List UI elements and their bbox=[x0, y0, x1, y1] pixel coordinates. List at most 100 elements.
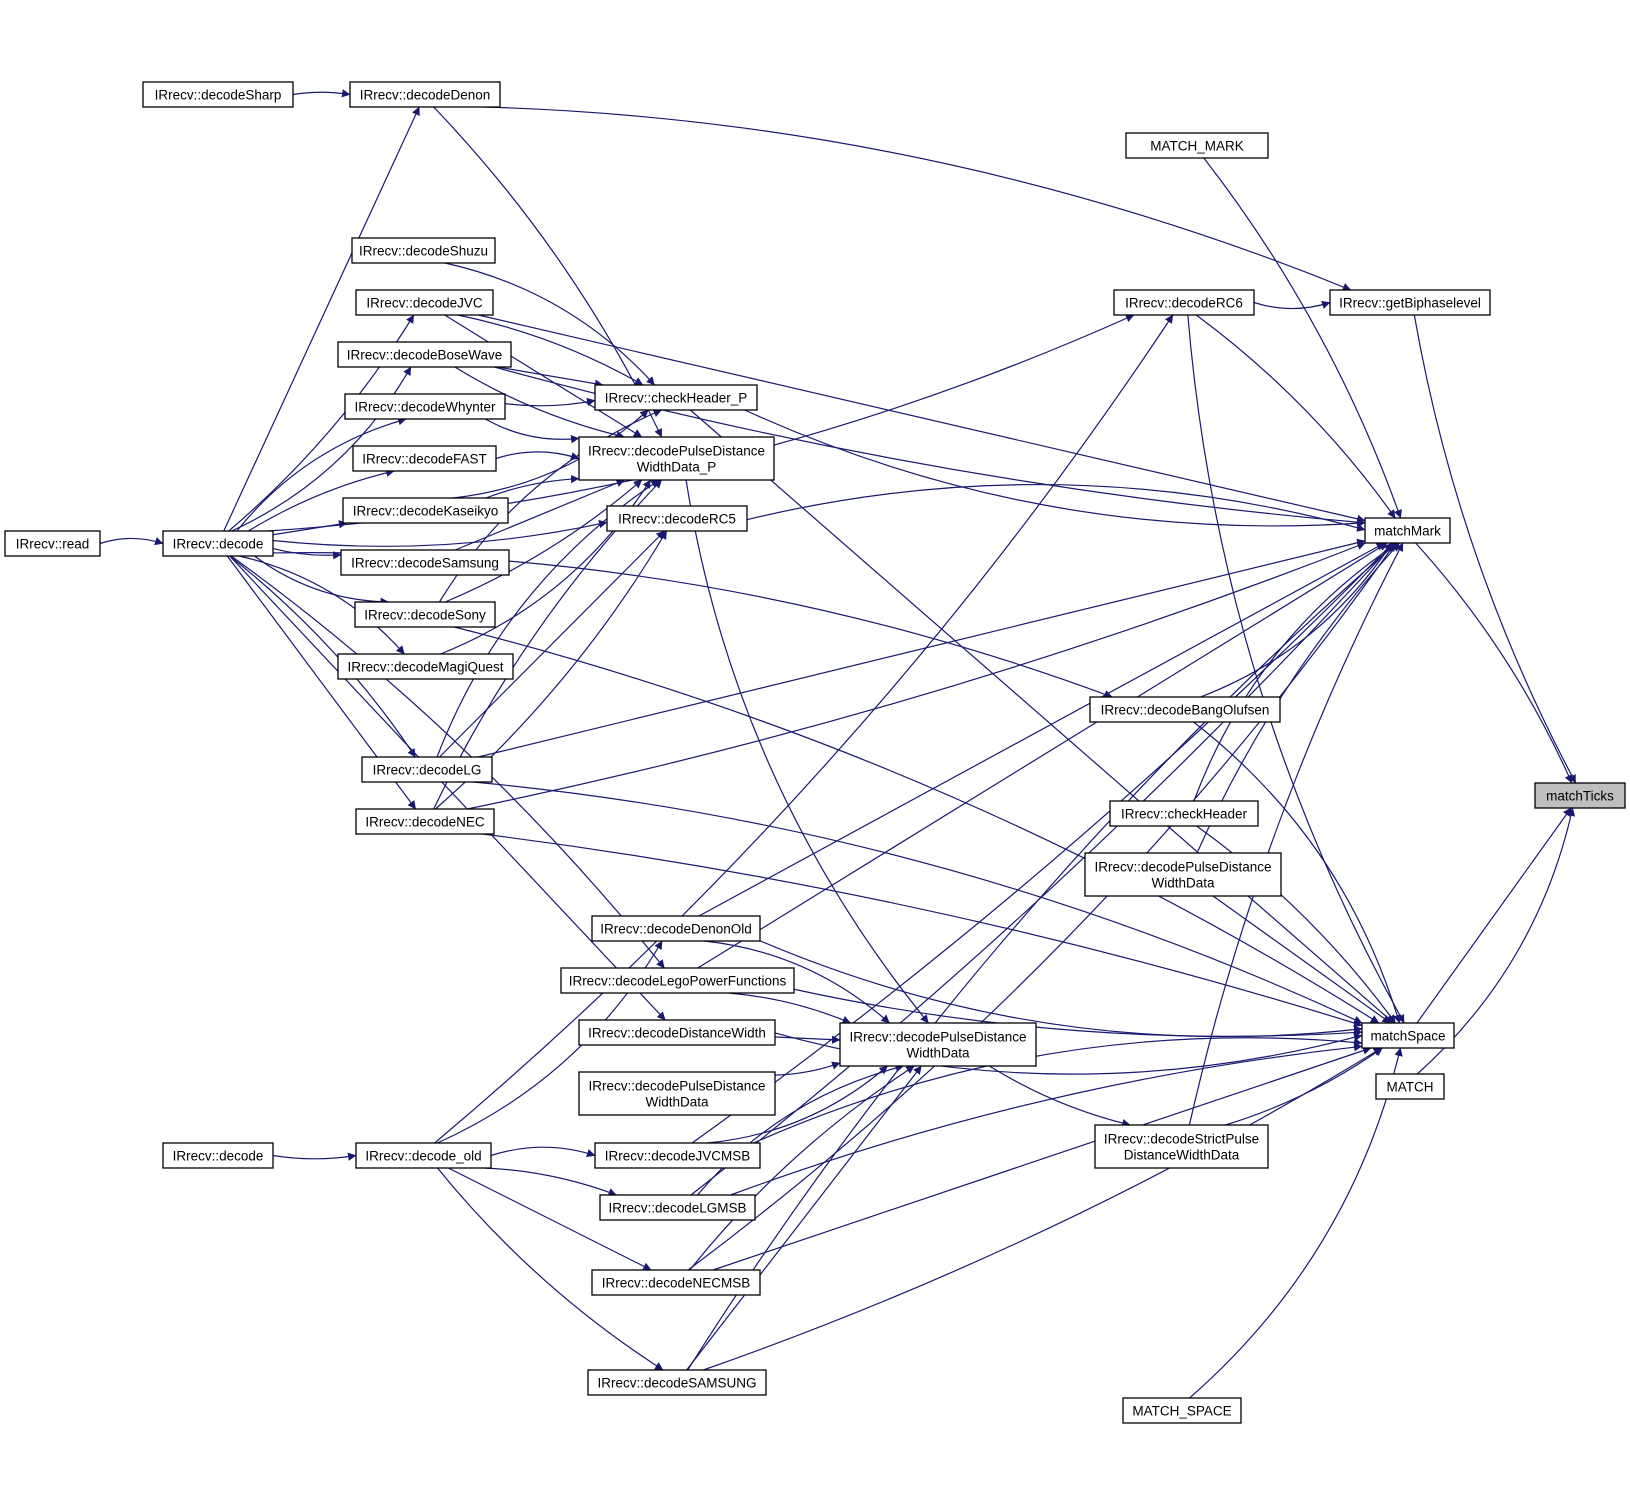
edge-decodeJVCMSB-to-matchSpace bbox=[753, 1037, 1363, 1144]
edge-decode-to-decodeLG bbox=[229, 555, 416, 758]
node-MATCH[interactable]: MATCH bbox=[1375, 1073, 1445, 1100]
node-decodeDistanceWidth[interactable]: IRrecv::decodeDistanceWidth bbox=[578, 1019, 776, 1046]
node-label: IRrecv::decodeSAMSUNG bbox=[597, 1376, 756, 1391]
node-decodeWhynter[interactable]: IRrecv::decodeWhynter bbox=[344, 393, 506, 420]
node-decodeSony[interactable]: IRrecv::decodeSony bbox=[354, 601, 496, 628]
node-decodeSAMSUNG[interactable]: IRrecv::decodeSAMSUNG bbox=[587, 1369, 767, 1396]
edge-line bbox=[485, 474, 580, 499]
node-decode2[interactable]: IRrecv::decode bbox=[162, 1142, 274, 1169]
edge-decode-to-decodeDenon bbox=[223, 106, 420, 532]
node-box bbox=[1113, 289, 1255, 316]
node-decodeLGMSB[interactable]: IRrecv::decodeLGMSB bbox=[599, 1194, 756, 1221]
edge-decode-to-decodeRC5 bbox=[272, 519, 608, 547]
node-box bbox=[162, 1142, 274, 1169]
node-decode[interactable]: IRrecv::decode bbox=[162, 530, 274, 557]
edge-decodeNEC-to-matchMark bbox=[467, 541, 1366, 810]
edge-line bbox=[687, 542, 1396, 1271]
node-label: MATCH bbox=[1387, 1080, 1434, 1095]
edge-checkHeader-to-matchMark bbox=[1193, 542, 1398, 802]
node-matchTicks[interactable]: matchTicks bbox=[1534, 782, 1626, 809]
node-label: IRrecv::decode bbox=[173, 1149, 264, 1164]
edge-line bbox=[444, 262, 655, 386]
edge-decode-to-decodeDistanceWidth bbox=[229, 555, 666, 1021]
node-label: IRrecv::decodeKaseikyo bbox=[353, 504, 499, 519]
node-decode_old[interactable]: IRrecv::decode_old bbox=[355, 1142, 492, 1169]
node-label: IRrecv::decodeLGMSB bbox=[608, 1201, 746, 1216]
edge-decodeLGMSB-to-matchMark bbox=[690, 542, 1395, 1196]
edge-line bbox=[689, 1065, 915, 1271]
node-MATCH_MARK[interactable]: MATCH_MARK bbox=[1125, 132, 1269, 159]
edge-decodeJVC-to-decodePDWD_P bbox=[444, 314, 643, 438]
edge-decodeBangOlufsen-to-matchSpace bbox=[1193, 721, 1402, 1024]
edge-line bbox=[685, 479, 929, 1024]
edge-line bbox=[1188, 542, 1404, 1126]
node-checkHeader[interactable]: IRrecv::checkHeader bbox=[1109, 800, 1259, 827]
node-decodeShuzu[interactable]: IRrecv::decodeShuzu bbox=[351, 237, 496, 264]
edge-decodeRC6-to-getBiphaselevel bbox=[1253, 300, 1331, 310]
edge-decodeDenonOld-to-decodePDWD_center bbox=[704, 940, 890, 1024]
node-decodeLego[interactable]: IRrecv::decodeLegoPowerFunctions bbox=[560, 967, 795, 994]
node-MATCH_SPACE[interactable]: MATCH_SPACE bbox=[1122, 1397, 1242, 1424]
node-box bbox=[578, 1071, 776, 1116]
edge-decodeDistanceWidth-to-decodePDWD_center bbox=[774, 1035, 841, 1044]
node-box bbox=[560, 967, 795, 994]
node-box bbox=[591, 915, 761, 942]
edge-decodeFAST-to-decodePDWD_P bbox=[495, 451, 580, 461]
node-decodeJVC[interactable]: IRrecv::decodeJVC bbox=[355, 289, 494, 316]
node-label: IRrecv::decodePulseDistance bbox=[588, 1079, 765, 1094]
edge-line bbox=[730, 1043, 1363, 1196]
edge-decodeLGMSB-to-decodePDWD_center bbox=[697, 1063, 905, 1196]
edge-decodeLego-to-matchMark bbox=[697, 542, 1388, 969]
node-decodeDenonOld[interactable]: IRrecv::decodeDenonOld bbox=[591, 915, 761, 942]
node-checkHeader_P[interactable]: IRrecv::checkHeader_P bbox=[594, 384, 758, 411]
node-matchSpace[interactable]: matchSpace bbox=[1361, 1022, 1455, 1049]
edge-line bbox=[248, 468, 395, 532]
edge-line bbox=[434, 314, 1174, 1144]
edge-line bbox=[497, 366, 604, 388]
node-label: IRrecv::decodeMagiQuest bbox=[347, 660, 503, 675]
node-decodeLG[interactable]: IRrecv::decodeLG bbox=[361, 756, 493, 783]
edge-line bbox=[230, 555, 665, 969]
node-decodeRC5[interactable]: IRrecv::decodeRC5 bbox=[606, 505, 748, 532]
node-decodeBangOlufsen[interactable]: IRrecv::decodeBangOlufsen bbox=[1089, 696, 1281, 723]
node-decodeSharp[interactable]: IRrecv::decodeSharp bbox=[142, 81, 294, 108]
node-decodeKaseikyo[interactable]: IRrecv::decodeKaseikyo bbox=[342, 497, 509, 524]
node-box bbox=[354, 601, 496, 628]
node-decodeSamsung[interactable]: IRrecv::decodeSamsung bbox=[340, 549, 510, 576]
node-decodeStrict[interactable]: IRrecv::decodeStrictPulseDistanceWidthDa… bbox=[1094, 1124, 1269, 1169]
node-decodeDenon[interactable]: IRrecv::decodeDenon bbox=[349, 81, 501, 108]
edge-line bbox=[454, 366, 625, 440]
node-decodeNEC[interactable]: IRrecv::decodeNEC bbox=[355, 808, 495, 835]
node-box bbox=[578, 1019, 776, 1046]
edge-line bbox=[272, 519, 608, 547]
node-label: IRrecv::decodeJVC bbox=[366, 296, 483, 311]
node-box bbox=[1375, 1073, 1445, 1100]
edge-decodeShuzu-to-checkHeader_P bbox=[444, 262, 655, 386]
edge-line bbox=[467, 541, 1366, 810]
node-decodeNECMSB[interactable]: IRrecv::decodeNECMSB bbox=[591, 1269, 761, 1296]
node-box bbox=[337, 341, 512, 368]
node-box bbox=[337, 653, 514, 680]
node-decodeBoseWave[interactable]: IRrecv::decodeBoseWave bbox=[337, 341, 512, 368]
node-decodeJVCMSB[interactable]: IRrecv::decodeJVCMSB bbox=[594, 1142, 761, 1169]
edge-line bbox=[1189, 1047, 1403, 1399]
edge-line bbox=[1195, 314, 1396, 519]
node-decodeMagiQuest[interactable]: IRrecv::decodeMagiQuest bbox=[337, 653, 514, 680]
node-read[interactable]: IRrecv::read bbox=[4, 530, 101, 557]
edge-line bbox=[1187, 314, 1405, 1024]
edge-line bbox=[99, 537, 164, 546]
edge-line bbox=[989, 1065, 1131, 1128]
node-label: IRrecv::decodeWhynter bbox=[354, 400, 496, 415]
node-decodeRC6[interactable]: IRrecv::decodeRC6 bbox=[1113, 289, 1255, 316]
edge-decodeJVCMSB-to-matchMark bbox=[691, 542, 1394, 1144]
node-getBiphaselevel[interactable]: IRrecv::getBiphaselevel bbox=[1329, 289, 1491, 316]
node-matchMark[interactable]: matchMark bbox=[1364, 517, 1451, 544]
edge-line bbox=[704, 940, 890, 1024]
edge-line bbox=[272, 1152, 357, 1161]
node-decodeFAST[interactable]: IRrecv::decodeFAST bbox=[352, 445, 497, 472]
